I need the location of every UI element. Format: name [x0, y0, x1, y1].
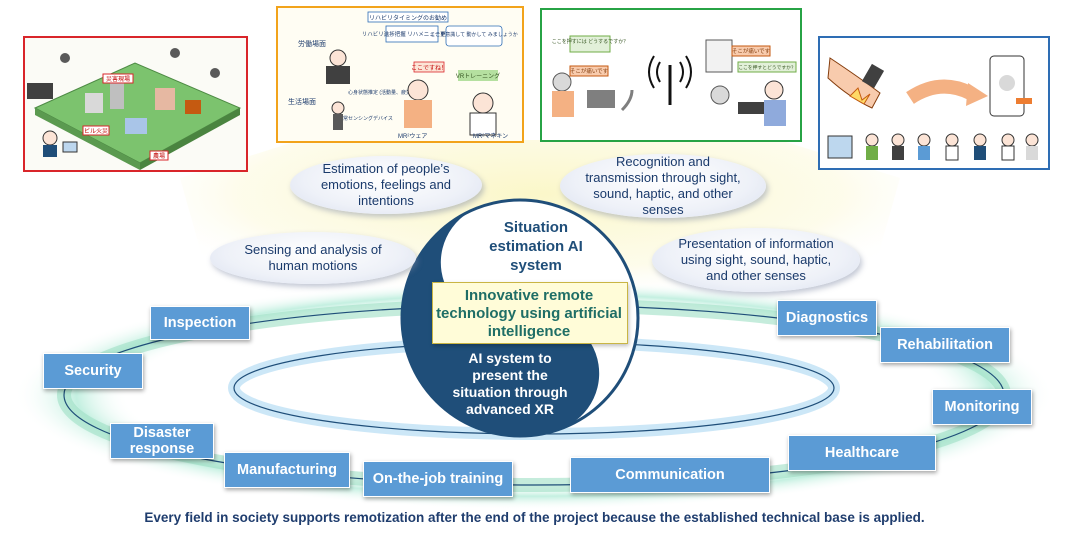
- field-disaster-response: Disaster response: [110, 423, 214, 459]
- field-communication: Communication: [570, 457, 770, 493]
- innovative-technology-label: Innovative remote technology using artif…: [436, 287, 622, 340]
- body-state-label: 心身状態推定 (活動量、疲労、気分): [348, 89, 428, 96]
- remote-consultation-illustration: ここを押すには どうするですか？ そこが痛いです そこが痛いです ここを押すとど…: [540, 8, 802, 142]
- farm-label: 農場: [153, 152, 165, 160]
- here-ok-label: ここですね！: [411, 65, 447, 72]
- wireless-signal-icon: [648, 55, 692, 105]
- sensing-device-label: 日常センシングデバイス: [338, 115, 393, 122]
- hurts-right-label: そこが痛いです: [732, 47, 771, 55]
- mr-mannequin-label: MR²マネキン: [473, 133, 508, 140]
- building-fire-label: ビル火災: [84, 127, 108, 135]
- bubble-emotion-estimation: Estimation of people’s emotions, feeling…: [290, 156, 482, 214]
- vr-training-icon: リハビリタイミングのお勧め リハビリ進捗把握 リハメニュー更新設計 労働場面 生…: [288, 11, 518, 140]
- field-security: Security: [43, 353, 143, 389]
- field-healthcare: Healthcare: [788, 435, 936, 471]
- bubble-information-presentation: Presentation of information using sight,…: [652, 228, 860, 292]
- life-label: 生活場面: [288, 97, 316, 106]
- field-monitoring: Monitoring: [932, 389, 1032, 425]
- disaster-site-label: 災害現場: [106, 75, 130, 83]
- vr-training-label: VRトレーニング: [456, 72, 500, 80]
- where-touch-label: ここを押すには どうするですか？: [552, 38, 628, 45]
- city-map-icon: 災害現場 ビル火災 農場: [27, 48, 242, 170]
- xr-system-title: AI system to present the situation throu…: [452, 350, 568, 417]
- bottom-caption: Every field in society supports remotiza…: [144, 510, 925, 525]
- innovative-technology-box: Innovative remote technology using artif…: [432, 282, 628, 344]
- field-rehabilitation: Rehabilitation: [880, 327, 1010, 363]
- labor-label: 労働場面: [298, 39, 326, 48]
- remote-touch-icon: ここを押すには どうするですか？ そこが痛いです そこが痛いです ここを押すとど…: [552, 35, 797, 126]
- field-manufacturing: Manufacturing: [224, 452, 350, 488]
- bubble-motion-sensing: Sensing and analysis of human motions: [210, 232, 416, 284]
- field-diagnostics: Diagnostics: [777, 300, 877, 336]
- wearable-sensor-icon: [827, 55, 1039, 161]
- bubble-sense-recognition: Recognition and transmission through sig…: [560, 154, 766, 218]
- field-inspection: Inspection: [150, 306, 250, 340]
- wearable-healthcare-illustration: [818, 36, 1050, 170]
- rehab-vr-illustration: リハビリタイミングのお勧め リハビリ進捗把握 リハメニュー更新設計 労働場面 生…: [276, 6, 524, 143]
- mr-wear-label: MR²ウェア: [398, 132, 427, 140]
- where-press-label: ここを押すとどうですか？: [738, 64, 796, 71]
- situation-estimation-title: Situation estimation AI system: [489, 219, 583, 274]
- here-move-label: ここを意識して 動かして みましょうか: [430, 31, 517, 38]
- field-on-the-job-training: On-the-job training: [363, 461, 513, 497]
- rehab-menu-label: リハビリ進捗把握 リハメニュー更新設計: [362, 30, 463, 38]
- hurts-left-label: そこが痛いです: [570, 67, 609, 75]
- disaster-city-illustration: 災害現場 ビル火災 農場: [23, 36, 248, 172]
- rehab-timing-label: リハビリタイミングのお勧め: [369, 14, 447, 22]
